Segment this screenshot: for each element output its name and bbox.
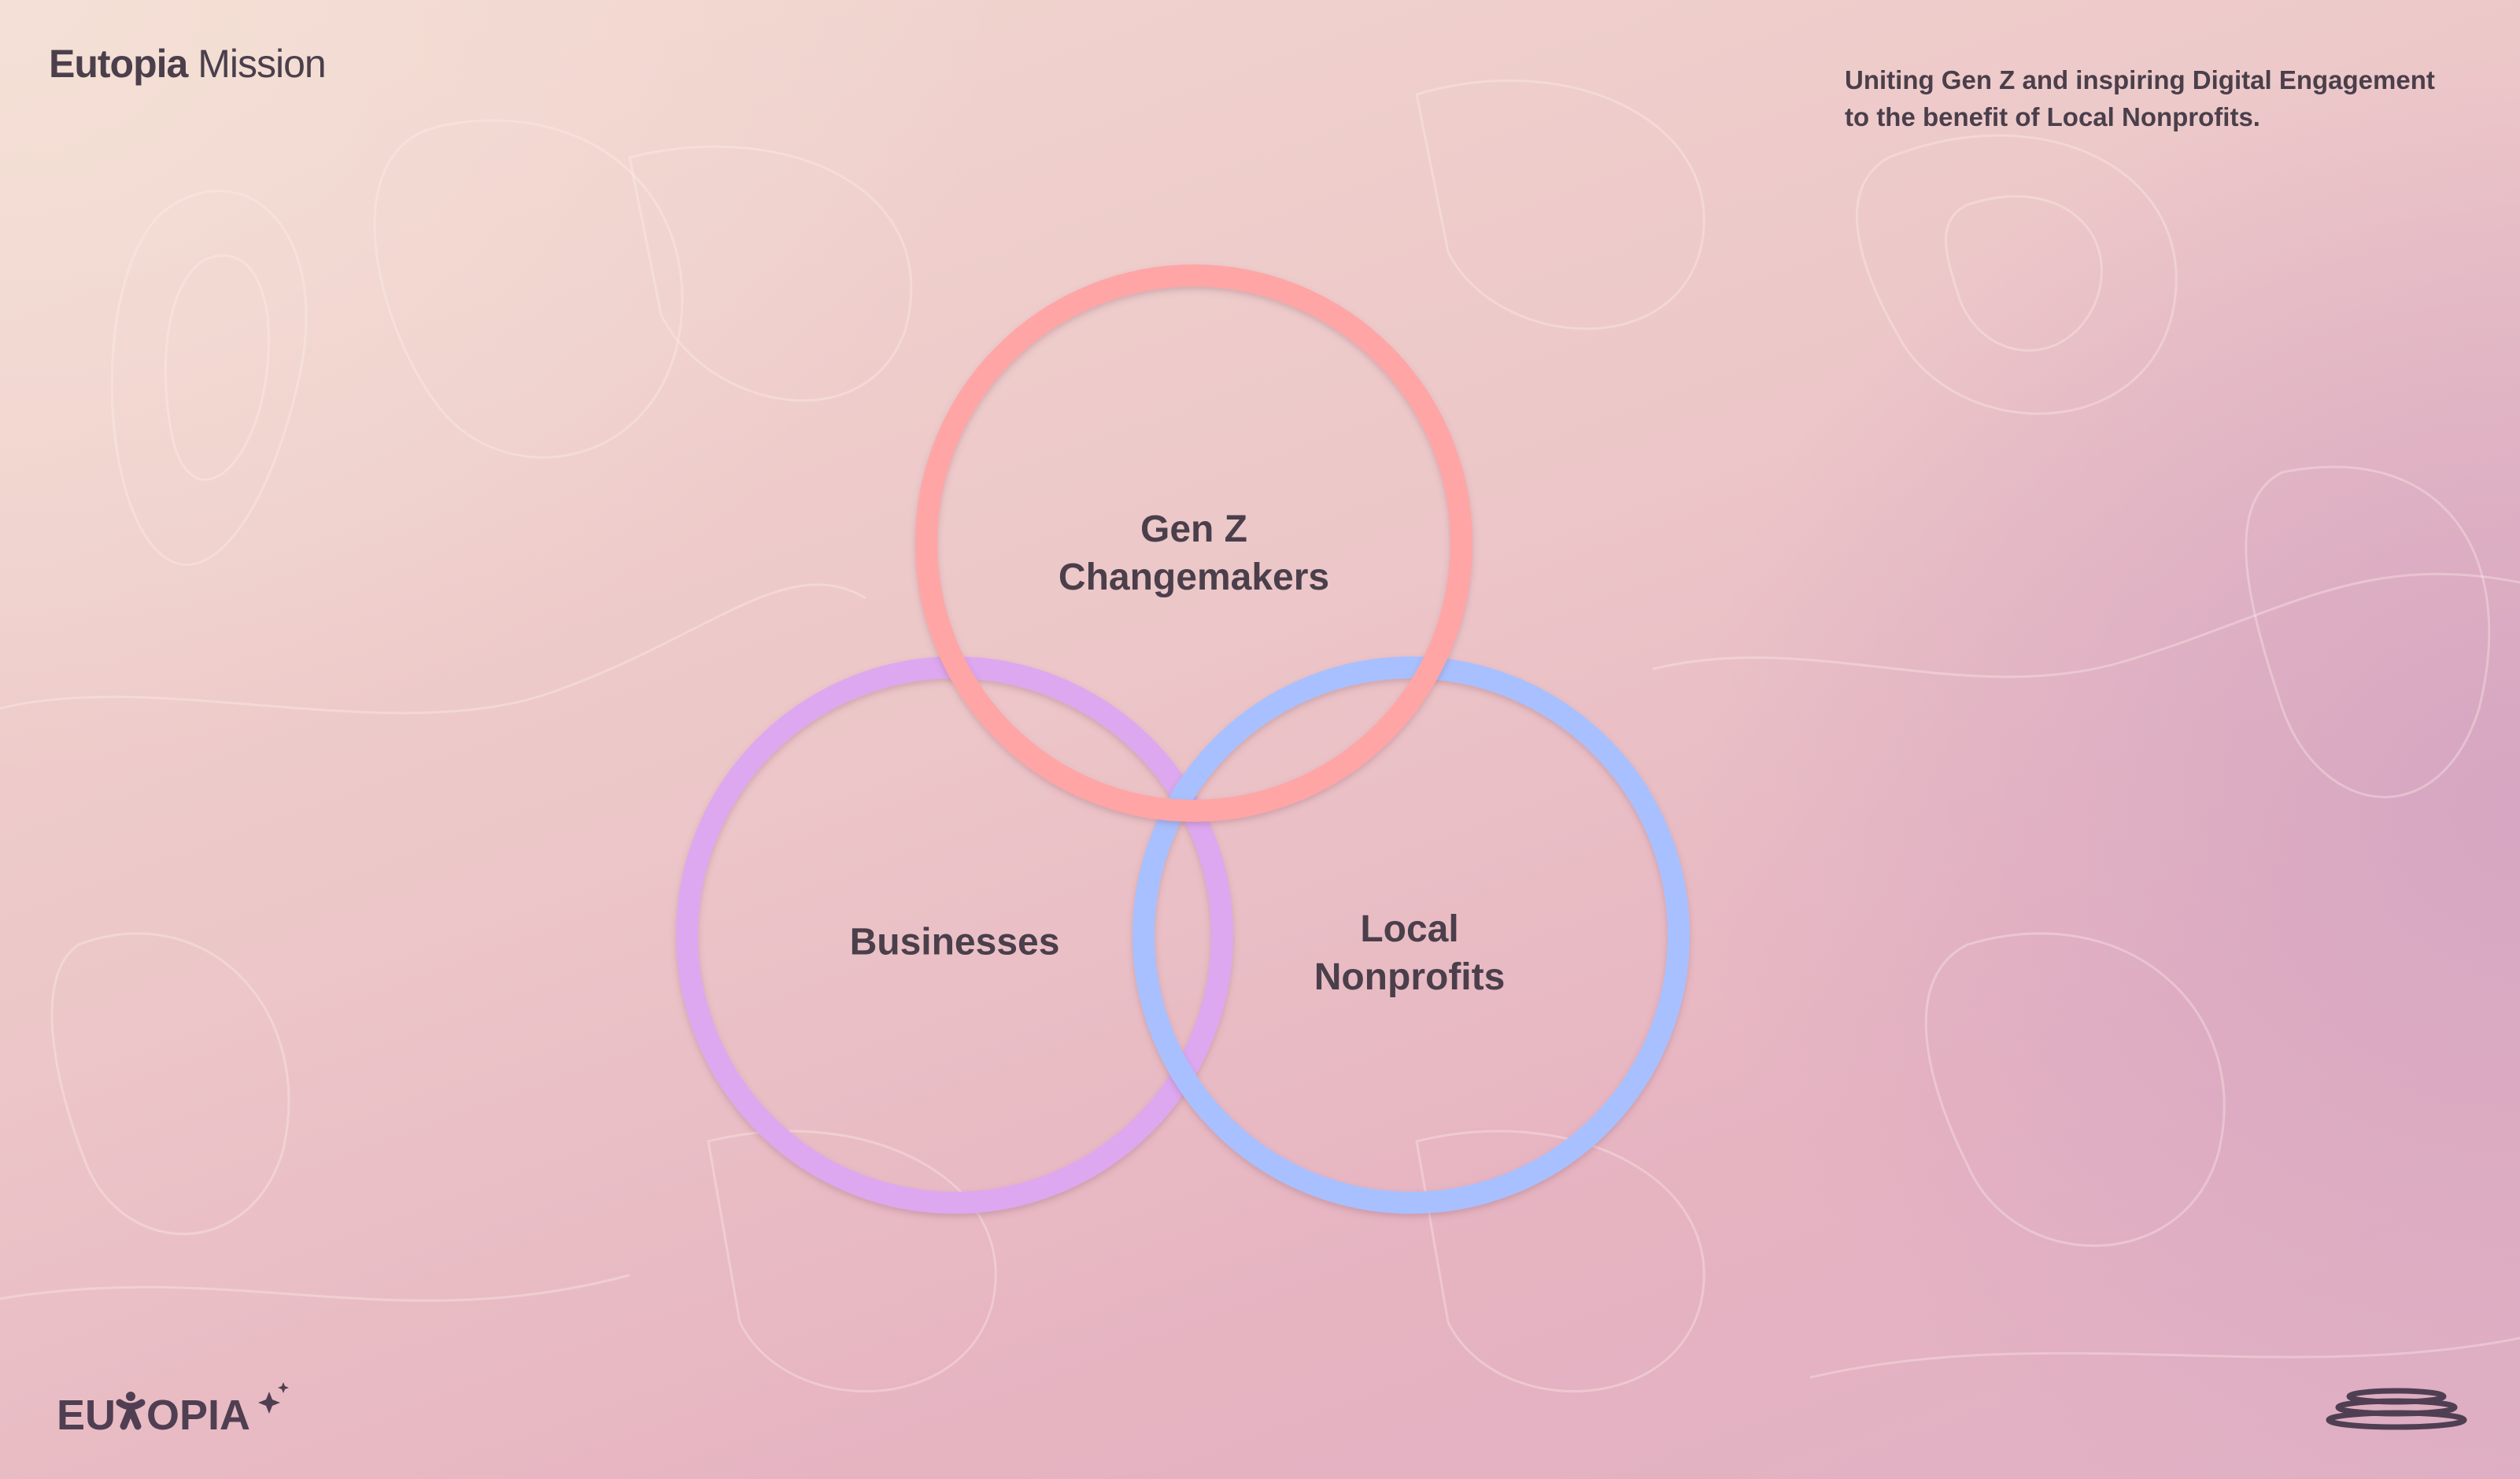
title-bold: Eutopia xyxy=(49,42,188,86)
svg-text:OPIA: OPIA xyxy=(146,1392,250,1434)
person-icon xyxy=(116,1399,146,1430)
local-nonprofits-label-line-1: Local xyxy=(1360,908,1459,950)
businesses-label: Businesses xyxy=(850,919,1060,967)
gen-z-label-line-2: Changemakers xyxy=(1058,556,1330,598)
sparkle-icon xyxy=(258,1382,289,1414)
gen-z-label: Gen Z Changemakers xyxy=(1059,505,1329,601)
page-title: Eutopia Mission xyxy=(49,41,327,87)
eutopia-logo: EU OPIA xyxy=(57,1382,289,1434)
gen-z-circle xyxy=(915,264,1472,822)
local-nonprofits-label-line-2: Nonprofits xyxy=(1314,956,1506,998)
businesses-label-line-1: Businesses xyxy=(849,921,1060,963)
title-rest: Mission xyxy=(198,42,326,86)
tagline-line-1: Uniting Gen Z and inspiring Digital Enga… xyxy=(1845,65,2435,94)
local-nonprofits-circle xyxy=(1133,656,1690,1214)
svg-text:EU: EU xyxy=(57,1392,116,1434)
stacked-rings-icon xyxy=(2326,1388,2467,1430)
tagline-line-2: to the benefit of Local Nonprofits. xyxy=(1845,102,2260,131)
local-nonprofits-label: Local Nonprofits xyxy=(1314,905,1506,1001)
tagline: Uniting Gen Z and inspiring Digital Enga… xyxy=(1845,61,2435,135)
gen-z-label-line-1: Gen Z xyxy=(1140,508,1247,550)
